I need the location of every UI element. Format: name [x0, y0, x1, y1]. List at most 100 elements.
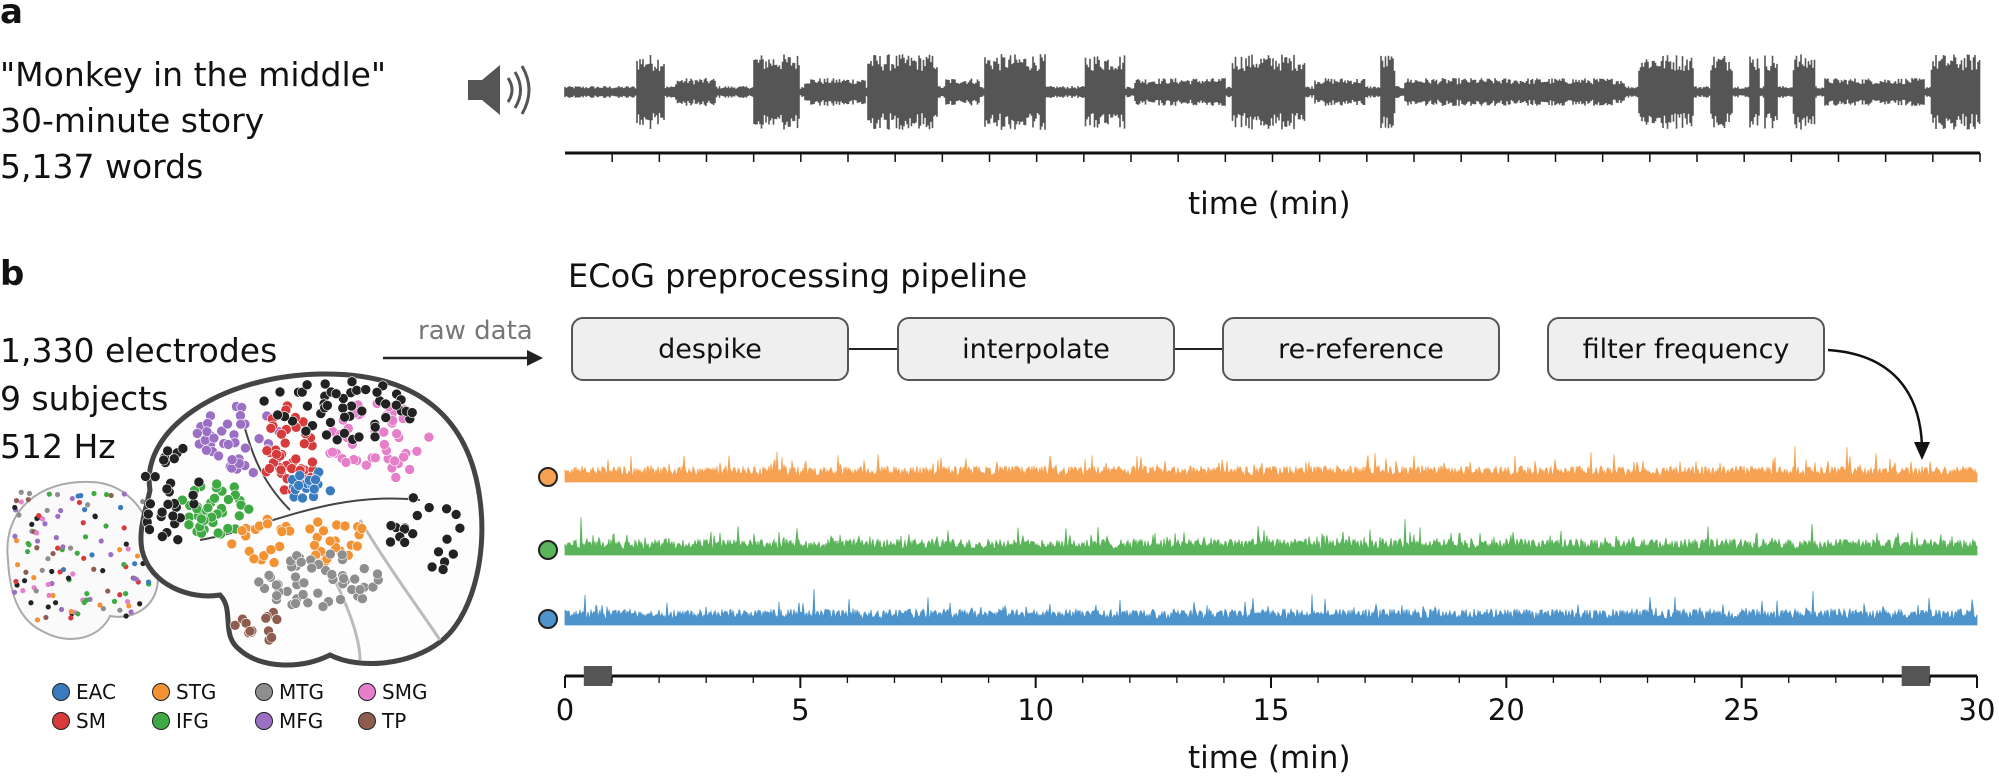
electrode-dot: [144, 524, 155, 535]
audio-waveform: [564, 54, 1981, 162]
electrode-dot: [169, 453, 180, 464]
electrode-dot: [290, 453, 302, 465]
electrode-dot: [379, 439, 390, 450]
inset-electrode: [82, 534, 89, 540]
electrode-dot: [157, 531, 168, 542]
electrode-dot: [346, 376, 358, 387]
electrode-dot: [258, 550, 270, 561]
inset-electrode: [45, 556, 51, 562]
inset-electrode: [20, 588, 26, 594]
sampling-rate: 512 Hz: [0, 427, 116, 466]
electrode-dot: [370, 452, 381, 464]
electrode-dot: [177, 443, 189, 454]
electrode-dot: [399, 523, 410, 535]
inset-electrode: [82, 507, 88, 513]
inset-electrode: [18, 499, 24, 505]
ecog-trace: [564, 445, 1978, 483]
electrode-dot: [326, 569, 338, 580]
electrode-dot: [309, 540, 320, 551]
inset-electrode: [68, 615, 74, 621]
electrode-dot: [243, 503, 255, 515]
inset-electrode: [92, 513, 98, 519]
legend-swatch: [255, 683, 273, 701]
filter-output-arrow: [1827, 348, 1930, 460]
inset-electrode: [58, 606, 65, 613]
electrode-count: 1,330 electrodes: [0, 331, 278, 370]
inset-electrode: [74, 550, 80, 556]
electrode-dot: [276, 428, 287, 440]
electrode-dot: [158, 454, 169, 466]
trace-marker-blue: [538, 609, 558, 629]
inset-electrode: [117, 547, 123, 553]
electrode-dot: [407, 492, 419, 504]
electrode-dot: [433, 546, 444, 558]
electrode-dot: [263, 570, 275, 581]
electrode-dot: [193, 476, 205, 488]
electrode-dot: [378, 426, 390, 438]
ecog-trace: [564, 517, 1978, 556]
inset-electrode: [13, 498, 20, 504]
electrode-dot: [454, 522, 466, 534]
electrode-dot: [358, 563, 370, 574]
panel-b-letter: b: [0, 254, 25, 294]
legend-label: MFG: [279, 709, 324, 733]
electrode-dot: [406, 407, 418, 418]
electrode-dot: [264, 463, 275, 474]
legend-label: MTG: [279, 680, 324, 704]
brain-electrode-map: [6, 371, 485, 668]
electrode-dot: [236, 525, 248, 536]
step-despike: despike: [571, 317, 849, 381]
electrode-dot: [287, 415, 298, 427]
legend-item-stg: STG: [152, 680, 216, 704]
inset-electrode: [78, 493, 84, 499]
electrode-dot: [140, 471, 151, 482]
inset-electrode: [140, 499, 146, 505]
inset-electrode: [42, 521, 48, 527]
electrode-dot: [290, 598, 301, 609]
story-title: "Monkey in the middle": [0, 55, 387, 94]
electrode-dot: [330, 388, 342, 400]
electrode-dot: [226, 538, 238, 550]
highlight-window: [1901, 666, 1930, 686]
inset-electrode: [34, 617, 41, 623]
electrode-dot: [300, 425, 312, 437]
inset-electrode: [18, 489, 24, 495]
electrode-dot: [361, 459, 372, 471]
inset-electrode: [117, 592, 123, 598]
electrode-dot: [271, 579, 282, 591]
electrode-dot: [234, 510, 245, 522]
electrode-dot: [223, 439, 234, 450]
inset-electrode: [121, 561, 127, 568]
inset-electrode: [12, 533, 18, 539]
inset-electrode: [145, 579, 152, 585]
inset-electrode: [26, 490, 33, 497]
electrode-dot: [307, 456, 318, 468]
electrode-dot: [337, 402, 349, 414]
electrode-dot: [385, 520, 397, 531]
electrode-dot: [274, 541, 286, 552]
electrode-dot: [312, 587, 324, 599]
inset-electrode: [117, 504, 124, 511]
electrode-dot: [235, 418, 246, 430]
subject-count: 9 subjects: [0, 379, 169, 418]
inset-electrode: [83, 597, 90, 603]
electrode-dot: [404, 464, 415, 475]
inset-electrode: [34, 538, 41, 544]
electrode-dot: [262, 518, 273, 530]
electrode-dot: [271, 449, 282, 460]
legend-item-ifg: IFG: [152, 709, 209, 733]
inset-electrode: [54, 491, 61, 498]
inset-electrode: [50, 592, 56, 599]
electrode-dot: [324, 548, 336, 560]
inset-electrode: [46, 491, 52, 497]
inset-electrode: [124, 598, 131, 605]
inset-electrode: [39, 567, 45, 573]
electrode-dot: [162, 445, 173, 457]
electrode-dot: [318, 525, 329, 537]
inset-electrode: [108, 492, 114, 499]
legend-swatch: [52, 712, 70, 730]
electrode-dot: [441, 533, 453, 545]
electrode-dot: [268, 557, 280, 568]
electrode-dot: [143, 508, 154, 520]
electrode-dot: [275, 464, 287, 476]
